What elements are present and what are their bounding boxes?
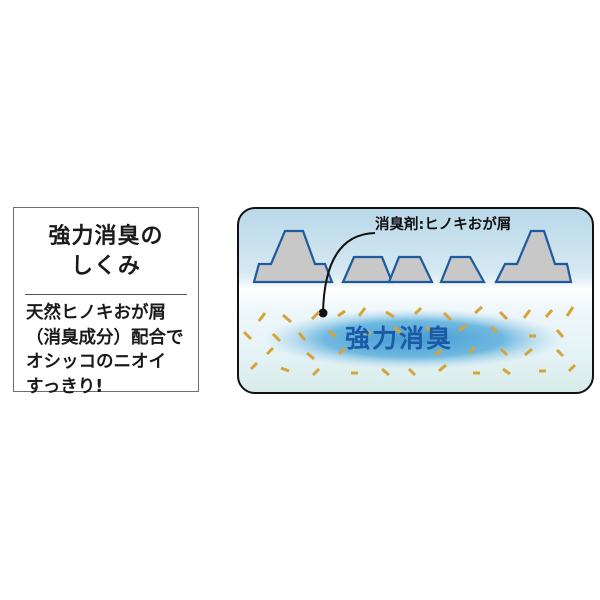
- info-box-title: 強力消臭の しくみ: [14, 222, 198, 282]
- deodorizing-diagram: 消臭剤:ヒノキおが屑 強力消臭: [237, 207, 594, 394]
- body-line: すっきり!: [26, 376, 104, 397]
- title-line-1: 強力消臭の: [48, 224, 164, 249]
- title-line-2: しくみ: [71, 254, 141, 279]
- center-label: 強力消臭: [345, 324, 454, 353]
- diagram-illustration-icon: [242, 229, 577, 377]
- body-line: 天然ヒノキおが屑: [26, 303, 166, 323]
- callout-label: 消臭剤:ヒノキおが屑: [375, 217, 512, 233]
- body-line: オシッコのニオイ: [26, 352, 166, 372]
- info-box: 強力消臭の しくみ 天然ヒノキおが屑 （消臭成分）配合で オシッコのニオイ すっ…: [13, 207, 199, 397]
- info-box-body: 天然ヒノキおが屑 （消臭成分）配合で オシッコのニオイ すっきり!: [26, 301, 194, 399]
- body-line: （消臭成分）配合で: [26, 327, 184, 348]
- hinoki-chips-icon: [242, 305, 577, 377]
- divider: [25, 294, 187, 295]
